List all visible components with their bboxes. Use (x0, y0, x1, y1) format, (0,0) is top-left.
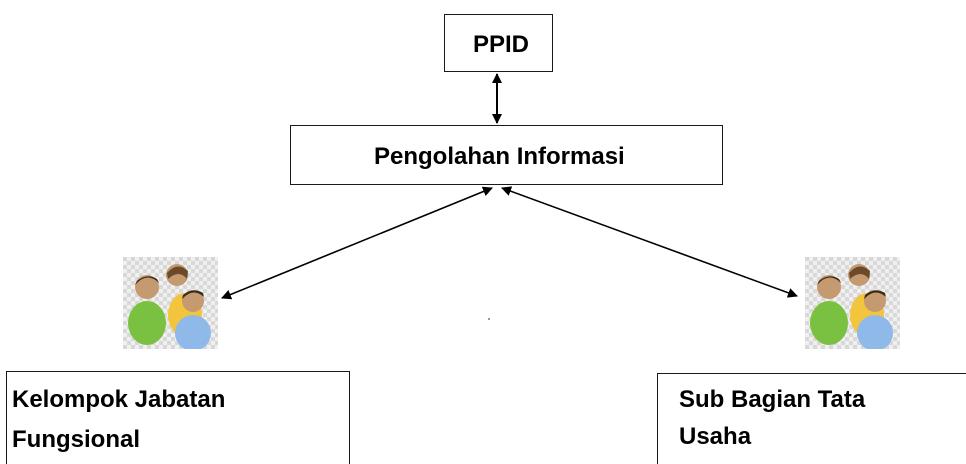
subbagian-label-line2: Usaha (679, 423, 752, 450)
arrow-pengolahan-kelompok (221, 186, 493, 300)
stray-dot (488, 318, 490, 320)
sub-bagian-tata-usaha-box: Sub Bagian Tata Usaha (657, 373, 966, 464)
pengolahan-informasi-label: Pengolahan Informasi (374, 143, 625, 170)
kelompok-label-line2: Fungsional (12, 426, 140, 453)
kelompok-label-line1: Kelompok Jabatan (12, 386, 226, 413)
ppid-label: PPID (473, 31, 530, 58)
pengolahan-informasi-box: Pengolahan Informasi (290, 125, 723, 185)
ppid-box: PPID (444, 14, 553, 72)
kelompok-jabatan-fungsional-box: Kelompok Jabatan Fungsional (6, 371, 350, 464)
subbagian-label-line1: Sub Bagian Tata (679, 386, 866, 413)
users-group-icon (805, 257, 900, 351)
users-group-icon (123, 257, 218, 351)
arrow-pengolahan-subbagian (501, 186, 798, 298)
